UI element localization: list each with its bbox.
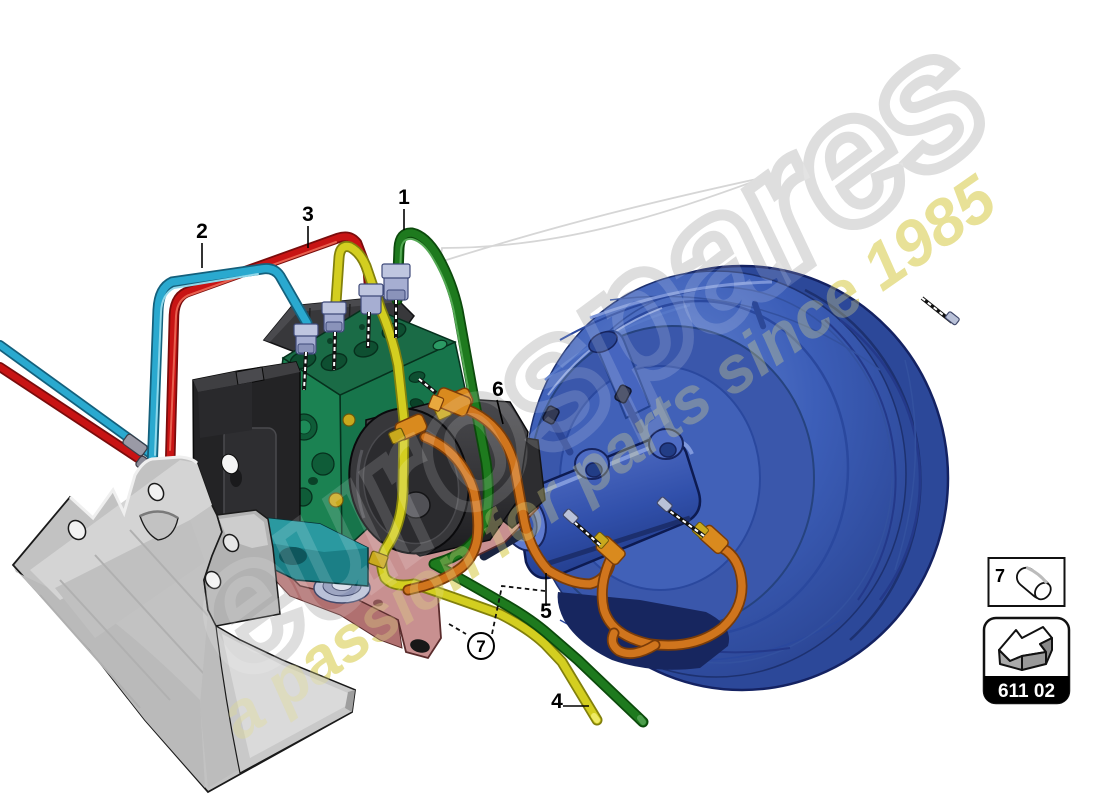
svg-text:3: 3 (302, 203, 314, 226)
svg-text:2: 2 (196, 220, 208, 243)
svg-text:1: 1 (398, 186, 410, 209)
svg-text:7: 7 (995, 566, 1005, 586)
svg-text:6: 6 (492, 378, 504, 401)
svg-text:611 02: 611 02 (998, 681, 1055, 702)
svg-text:4: 4 (551, 690, 563, 713)
svg-text:7: 7 (476, 637, 485, 656)
svg-text:5: 5 (540, 600, 552, 623)
